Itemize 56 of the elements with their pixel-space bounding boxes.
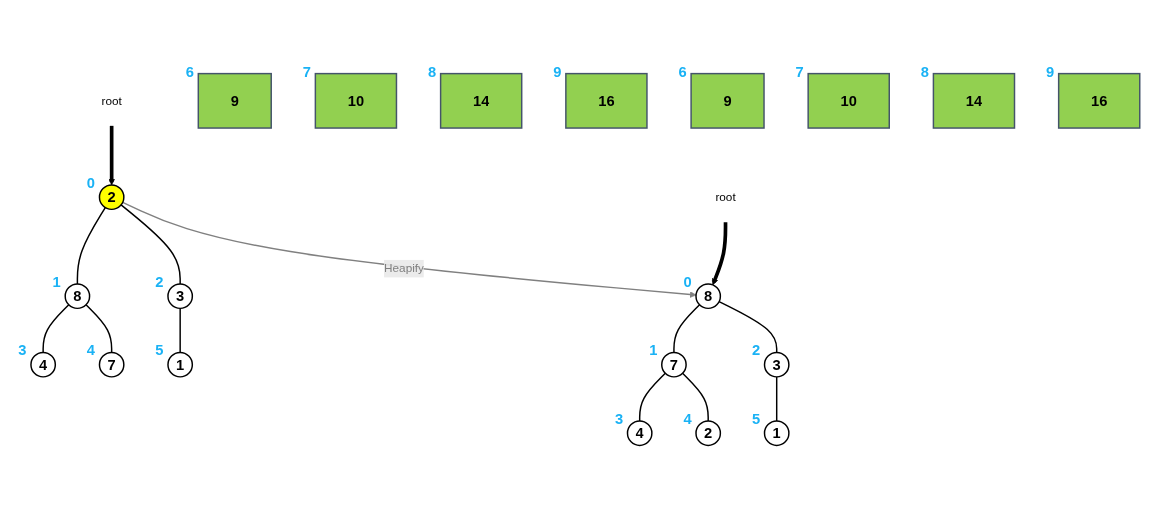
connector — [178, 307, 181, 354]
node-circle: 7 — [98, 351, 125, 378]
index-number: 9 — [1045, 63, 1054, 80]
connector — [76, 206, 106, 285]
connector — [775, 376, 777, 422]
node-box: 9 — [197, 72, 272, 129]
connector — [638, 372, 666, 422]
node-circle: 1 — [763, 420, 790, 447]
index-number: 5 — [751, 410, 760, 427]
connector — [672, 304, 700, 354]
index-number: 0 — [86, 174, 95, 191]
index-number: 6 — [678, 63, 687, 80]
connector — [681, 372, 709, 422]
node-circle: 7 — [660, 351, 687, 378]
index-number: 1 — [52, 273, 61, 290]
index-number: 1 — [648, 342, 657, 359]
node-box: 14 — [932, 72, 1015, 129]
node-box: 14 — [439, 72, 522, 129]
connector — [717, 300, 777, 354]
connector — [84, 304, 112, 354]
node-circle: 2 — [98, 184, 125, 211]
index-number: 7 — [302, 63, 311, 80]
connector — [119, 204, 181, 285]
node-box: 10 — [806, 72, 890, 129]
index-number: 2 — [154, 273, 164, 290]
arrow — [107, 125, 115, 186]
node-circle: 4 — [29, 351, 56, 378]
node-box: 16 — [564, 72, 648, 129]
edge-label: Heapify — [383, 262, 424, 275]
node-circle: 1 — [166, 351, 193, 378]
arrow — [711, 222, 727, 286]
node-box: 9 — [689, 72, 765, 129]
node-box: 16 — [1057, 72, 1140, 129]
index-number: 5 — [154, 342, 164, 359]
index-number: 8 — [920, 63, 929, 80]
index-number: 3 — [17, 342, 27, 359]
node-circle: 2 — [694, 420, 721, 447]
index-number: 7 — [795, 63, 804, 80]
node-text: root — [714, 190, 736, 204]
node-circle: 8 — [63, 283, 90, 310]
node-circle: 8 — [694, 283, 721, 310]
node-circle: 4 — [626, 420, 653, 447]
index-number: 4 — [682, 410, 692, 427]
connector — [41, 304, 69, 354]
index-number: 2 — [751, 342, 760, 359]
index-number: 6 — [185, 63, 194, 80]
node-text: root — [101, 94, 122, 107]
index-number: 4 — [86, 342, 95, 359]
index-number: 9 — [552, 63, 561, 80]
arrow — [121, 201, 696, 298]
index-number: 3 — [614, 410, 623, 427]
node-circle: 3 — [166, 283, 193, 310]
index-number: 0 — [682, 273, 692, 290]
index-number: 8 — [427, 63, 436, 80]
node-circle: 3 — [763, 351, 790, 378]
node-box: 10 — [314, 72, 397, 129]
